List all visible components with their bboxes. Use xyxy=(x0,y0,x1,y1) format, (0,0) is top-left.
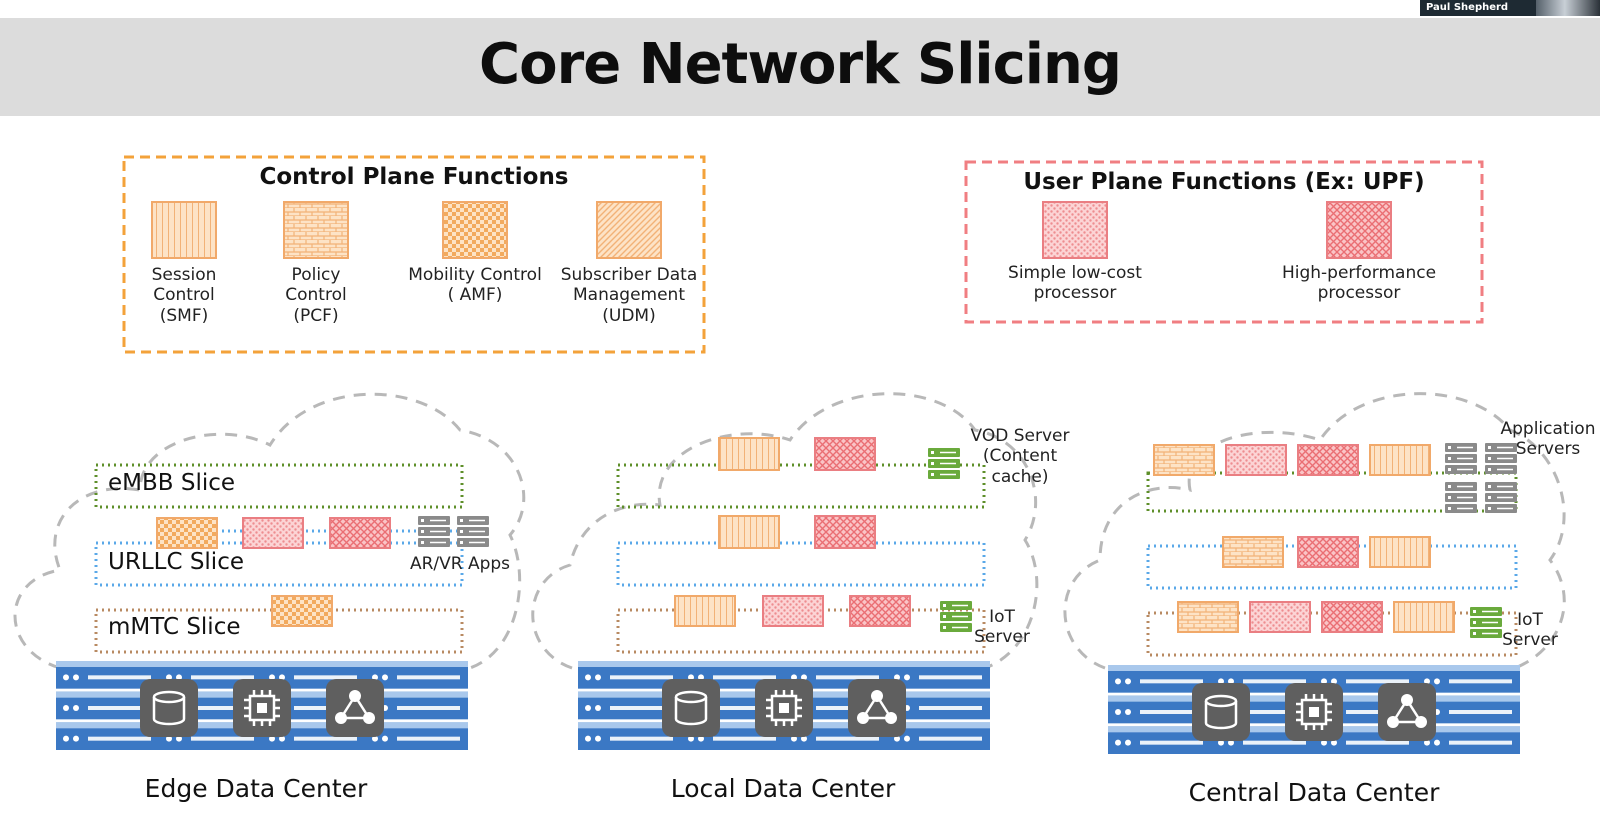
network-hub-icon xyxy=(326,679,384,737)
database-icon xyxy=(140,679,198,737)
user-function-box xyxy=(1042,201,1108,259)
speaker-video-icon xyxy=(1536,0,1600,16)
speaker-name: Paul Shepherd xyxy=(1426,2,1509,13)
slice-function-box xyxy=(1249,601,1311,633)
server-stack-icon xyxy=(1470,607,1502,638)
slice-function-box xyxy=(762,595,824,627)
slice-function-box xyxy=(674,595,736,627)
slice-function-box xyxy=(718,437,780,471)
control-function-box xyxy=(151,201,217,259)
dc-label-central: Central Data Center xyxy=(1188,778,1440,807)
server-stack-icon xyxy=(1485,443,1517,474)
server-stack-icon xyxy=(1485,482,1517,513)
user-plane-frame xyxy=(964,160,1484,324)
slice-label-embb: eMBB Slice xyxy=(108,470,236,496)
cpu-chip-icon xyxy=(1285,683,1343,741)
slice-function-box xyxy=(156,517,218,549)
slice-function-box xyxy=(814,437,876,471)
network-hub-icon xyxy=(1378,683,1436,741)
cpu-chip-icon xyxy=(233,679,291,737)
slice-label-mmtc: mMTC Slice xyxy=(108,614,241,640)
local-cloud xyxy=(531,392,1039,670)
central-cloud xyxy=(1063,392,1566,670)
edge-cloud xyxy=(13,392,526,670)
server-stack-icon xyxy=(1445,482,1477,513)
server-label: AR/VR Apps xyxy=(409,554,511,574)
slice-function-box xyxy=(1225,444,1287,476)
server-stack-icon xyxy=(940,601,972,632)
slice-function-box xyxy=(1321,601,1383,633)
slice-function-box xyxy=(814,515,876,549)
cpu-chip-icon xyxy=(755,679,813,737)
control-function-box xyxy=(283,201,349,259)
slice-function-box xyxy=(1369,444,1431,476)
server-stack-icon xyxy=(1445,443,1477,474)
slice-function-box xyxy=(1393,601,1455,633)
slice-function-box xyxy=(242,517,304,549)
user-plane-heading: User Plane Functions (Ex: UPF) xyxy=(1023,169,1425,195)
control-function-box xyxy=(442,201,508,259)
server-stack-icon xyxy=(418,516,450,547)
slide-title: Core Network Slicing xyxy=(479,32,1122,97)
title-bar xyxy=(0,18,1600,116)
speaker-video-tile[interactable]: Paul Shepherd xyxy=(1420,0,1600,16)
dc-label-local: Local Data Center xyxy=(670,774,896,803)
control-function-label: Mobility Control( AMF) xyxy=(408,265,542,306)
slice-function-box xyxy=(1222,536,1284,568)
slice-function-box xyxy=(1297,536,1359,568)
slice-function-box xyxy=(329,517,391,549)
slice-function-box xyxy=(1297,444,1359,476)
control-plane-heading: Control Plane Functions xyxy=(259,164,569,190)
control-function-box xyxy=(596,201,662,259)
embb-slice-central xyxy=(1146,471,1518,513)
database-icon xyxy=(1192,683,1250,741)
slice-function-box xyxy=(271,595,333,627)
urllc-slice-local xyxy=(616,541,986,587)
slice-function-box xyxy=(1369,536,1431,568)
server-stack-icon xyxy=(457,516,489,547)
slice-function-box xyxy=(849,595,911,627)
user-function-box xyxy=(1326,201,1392,259)
network-hub-icon xyxy=(848,679,906,737)
urllc-slice-central xyxy=(1146,544,1518,590)
control-plane-frame xyxy=(122,155,706,354)
dc-label-edge: Edge Data Center xyxy=(144,774,368,803)
server-stack-icon xyxy=(928,448,960,479)
slice-function-box xyxy=(718,515,780,549)
mmtc-slice-central xyxy=(1146,611,1518,657)
slice-function-box xyxy=(1177,601,1239,633)
slice-label-urllc: URLLC Slice xyxy=(108,549,244,575)
database-icon xyxy=(662,679,720,737)
slice-function-box xyxy=(1153,444,1215,476)
